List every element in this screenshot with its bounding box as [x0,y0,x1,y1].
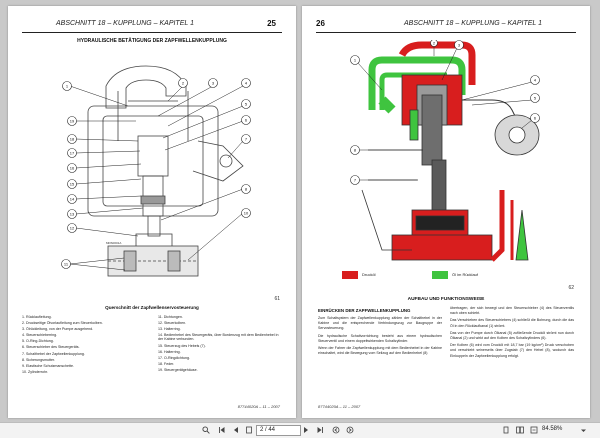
callout-16: 16 [70,166,75,171]
callout-3: 3 [458,43,461,48]
callout-12: 12 [70,226,75,231]
page-25: ABSCHNITT 18 – KUPPLUNG – KAPITEL 1 25 H… [8,6,296,418]
cross-section-drawing: 1 19 18 17 16 15 14 13 12 11 2 3 4 5 6 7… [61,65,251,277]
viewer-toolbar: 2 / 44 84.58% [0,422,600,438]
legend-item: 14. Bedienhebel des Steuergeräts, über B… [158,333,279,342]
legend-item: 10. Zylinderrohr. [22,369,48,374]
legend-item: 18. Feder. [158,361,175,366]
callout-7: 7 [354,178,357,183]
page-header: 26 ABSCHNITT 18 – KUPPLUNG – KAPITEL 1 [316,18,576,33]
legend-item: 6. Steuerschieber des Steuergeräts. [22,345,80,350]
page-number: 26 [316,19,325,28]
subsection-heading: EINRÜCKEN DER ZAPFWELLENKUPPLUNG [318,308,411,313]
callout-numbers: 1 19 18 17 16 15 14 13 12 11 2 3 4 5 6 7… [64,81,249,267]
return-oil-swatch [432,271,448,279]
first-page-icon[interactable] [216,425,228,435]
page-26: 26 ABSCHNITT 18 – KUPPLUNG – KAPITEL 1 [302,6,590,418]
callout-19: 19 [70,119,75,124]
callout-18: 18 [70,137,75,142]
back-icon[interactable] [330,425,342,435]
callout-10: 10 [244,211,249,216]
paragraph: Die hydraulische Schaltvorrichtung beste… [318,333,442,343]
paragraph: Wenn der Fahrer die Zapfwellenkupplung m… [318,346,442,356]
callout-7: 7 [245,137,248,142]
legend-item: 17. O-Ringdichtung. [158,355,190,360]
legend-item: 7. Schalthebel der Zapfwellenkupplung. [22,351,85,356]
previous-page-icon[interactable] [230,425,242,435]
callout-17: 17 [70,151,75,156]
callout-6: 6 [245,118,248,123]
zoom-dropdown-icon[interactable] [578,425,588,435]
callout-3: 3 [212,81,215,86]
single-page-view-icon[interactable] [500,425,512,435]
figure-caption: Querschnitt der Zapfwellenservosteuerung [105,305,199,310]
page-footer: 87744020A – 11 – 2007 [318,404,361,409]
callout-15: 15 [70,182,75,187]
search-icon[interactable] [200,425,212,435]
figure-number: 62 [568,285,574,291]
callout-1: 1 [66,84,69,89]
legend-item: 8. Sicherungsmutter. [22,357,55,362]
legend-item: 4. Steuerschieberring. [22,333,58,338]
page-number: 25 [267,19,276,28]
section-title: AUFBAU UND FUNKTIONSWEISE [407,297,485,302]
callout-13: 13 [70,212,75,217]
callout-4: 4 [245,81,248,86]
legend-item: 16. Halterring. [158,349,181,354]
callout-11: 11 [64,262,69,267]
pressure-oil-label: Drucköl [362,272,376,277]
return-oil-label: Öl im Rücklauf [452,272,479,277]
fit-page-icon[interactable] [528,425,540,435]
legend-item: 5. O-Ring-Dichtung. [22,339,54,344]
paragraph: Das Verschieben des Steuerschiebers (4) … [450,318,574,328]
paragraph: Der Kolben (6) wird vom Drucköl mit 18,7… [450,343,574,358]
two-page-view-icon[interactable] [514,425,526,435]
legend-item: 2. Druckseitige Ölvorlaufleitung zum Ste… [22,321,103,326]
figure-title: HYDRAULISCHE BETÄTIGUNG DER ZAPFWELLENKU… [77,38,227,44]
page-number-input[interactable]: 2 / 44 [256,425,301,436]
page-footer: 87744020A – 11 – 2007 [237,404,280,409]
page-list-icon[interactable] [244,425,254,435]
legend-item: 3. Ölrückleitung, von der Pumpe ausgehen… [22,327,94,332]
legend-item: 9. Elastische Schutzmanschette. [22,363,74,368]
paragraph: Zum Schaltsystem der Zapfwellenkupplung … [318,316,442,331]
callout-5: 5 [534,96,537,101]
callout-14: 14 [70,197,75,202]
legend-item: 11. Dichtungen. [158,315,183,319]
paragraph: übertragen, der sich bewegt und den Steu… [450,306,574,316]
zoom-level[interactable]: 84.58% [542,426,563,432]
legend-item: 19. Steuergerätgehäuse. [158,368,198,373]
legend-item: 13. Halterring. [158,327,181,332]
legend-right: 11. Dichtungen. 12. Steuerkolben. 13. Ha… [158,314,284,373]
text-column-2: übertragen, der sich bewegt und den Steu… [450,306,574,361]
callout-4: 4 [534,78,537,83]
colored-oil-flow-diagram: 1 2 3 4 5 6 8 7 [350,40,540,262]
callout-8: 8 [245,187,248,192]
callout-8: 8 [354,148,357,153]
figure-code: MDS0001A [106,241,121,245]
callout-2: 2 [182,81,185,86]
figure-number: 61 [274,296,280,302]
document-viewer[interactable]: ABSCHNITT 18 – KUPPLUNG – KAPITEL 1 25 H… [0,0,600,422]
last-page-icon[interactable] [314,425,326,435]
legend-item: 12. Steuerkolben. [158,321,187,326]
page-header: ABSCHNITT 18 – KUPPLUNG – KAPITEL 1 25 [22,18,282,33]
legend-left: 1. Rücklaufleitung. 2. Druckseitige Ölvo… [22,314,152,375]
legend-item: 1. Rücklaufleitung. [22,315,52,319]
text-column-1: EINRÜCKEN DER ZAPFWELLENKUPPLUNG Zum Sch… [318,306,442,358]
legend-item: 15. Steuerzug des Hebels (7). [158,343,206,348]
header-chapter: ABSCHNITT 18 – KUPPLUNG – KAPITEL 1 [404,20,542,27]
pressure-oil-swatch [342,271,358,279]
callout-5: 5 [245,102,248,107]
callout-2: 2 [433,41,436,46]
next-page-icon[interactable] [300,425,312,435]
forward-icon[interactable] [344,425,356,435]
header-chapter: ABSCHNITT 18 – KUPPLUNG – KAPITEL 1 [56,20,194,27]
callout-6: 6 [534,116,537,121]
paragraph: Das von der Pumpe durch Ölkanal (5) zufl… [450,330,574,341]
callout-1: 1 [354,58,357,63]
